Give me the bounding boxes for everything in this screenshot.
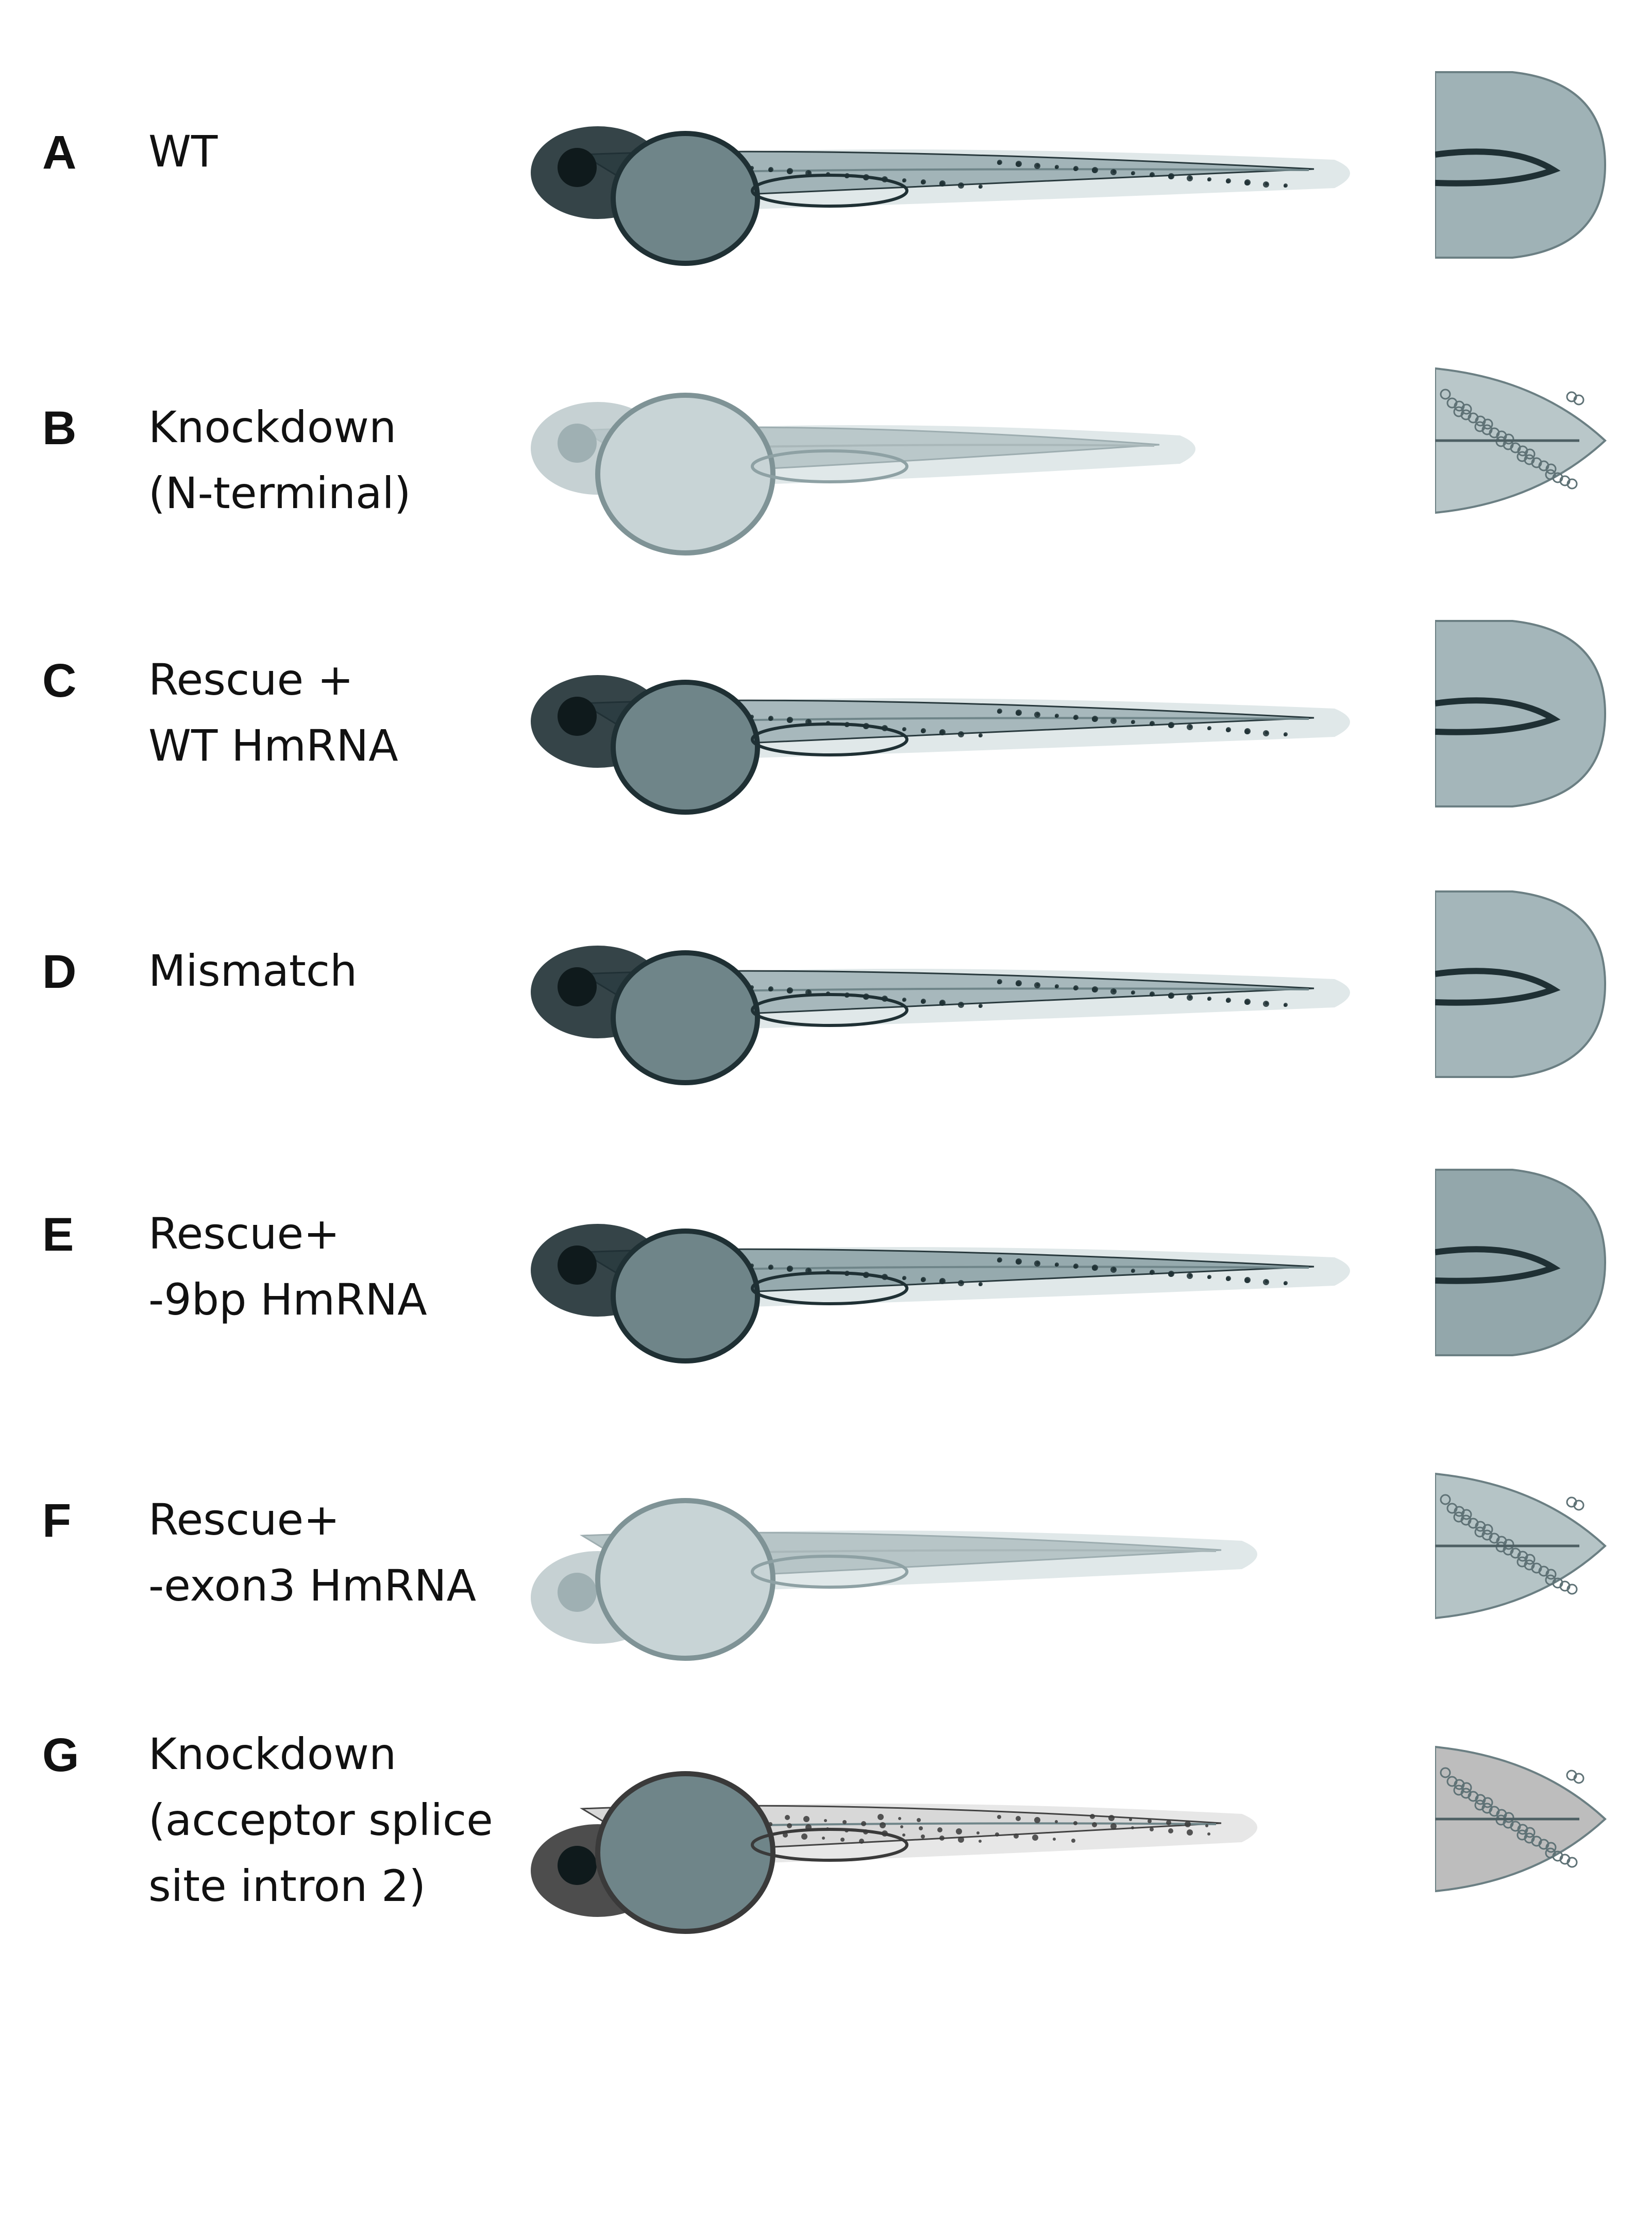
panel-label-line: site intron 2) [148,1861,426,1911]
panel-b: B Knockdown (N-terminal) [0,338,1652,626]
larva-image [531,946,1350,1085]
tail-closeup-image [1435,71,1607,259]
panel-a: A WT [0,62,1652,350]
panel-label-line: Rescue + [148,654,354,705]
larva-image [531,126,1350,266]
tail-closeup-image [1435,1169,1607,1356]
panel-e: E Rescue+ -9bp HmRNA [0,1159,1652,1448]
panel-label-line: Knockdown [148,1729,397,1779]
panel-label-line: (N-terminal) [148,468,411,518]
panel-label: Rescue+ -exon3 HmRNA [148,1487,519,1619]
panel-letter: F [42,1494,72,1547]
panel-letter: A [42,126,77,179]
panel-label-line: -9bp HmRNA [148,1274,427,1325]
panel-label-line: Rescue+ [148,1494,340,1545]
panel-f: F Rescue+ -exon3 HmRNA [0,1443,1652,1731]
larva-image [531,675,1350,815]
panel-letter: D [42,946,77,998]
panel-letter: E [42,1208,74,1261]
panel-label: WT [148,119,519,184]
panel-label-line: Rescue+ [148,1208,340,1259]
larva-image [531,1224,1350,1364]
panel-label-line: Knockdown [148,402,397,452]
panel-letter: B [42,402,77,454]
larva-image [531,1771,1257,1934]
panel-label: Knockdown (N-terminal) [148,394,519,526]
panel-g: G Knockdown (acceptor splice site intron 2) [0,1716,1652,2005]
larva-image [531,393,1195,556]
panel-label-line: -exon3 HmRNA [148,1560,477,1611]
panel-label: Rescue+ -9bp HmRNA [148,1201,519,1333]
panel-c: C Rescue + WT HmRNA [0,611,1652,899]
tail-closeup-image [1435,367,1607,514]
tail-closeup-image [1435,1745,1607,1893]
panel-label-line: WT [148,126,218,177]
panel-label-line: WT HmRNA [148,720,398,771]
panel-label: Rescue + WT HmRNA [148,647,519,779]
panel-label-line: (acceptor splice [148,1795,493,1845]
tail-closeup-image [1435,1472,1607,1620]
tail-closeup-image [1435,890,1607,1078]
panel-letter: C [42,654,77,707]
larva-image [531,1498,1257,1661]
panel-d: D Mismatch [0,881,1652,1170]
panel-letter: G [42,1729,79,1781]
panel-label-line: Mismatch [148,946,358,996]
panel-label: Knockdown (acceptor splice site intron 2) [148,1721,519,1919]
tail-closeup-image [1435,620,1607,807]
panel-label: Mismatch [148,938,519,1004]
